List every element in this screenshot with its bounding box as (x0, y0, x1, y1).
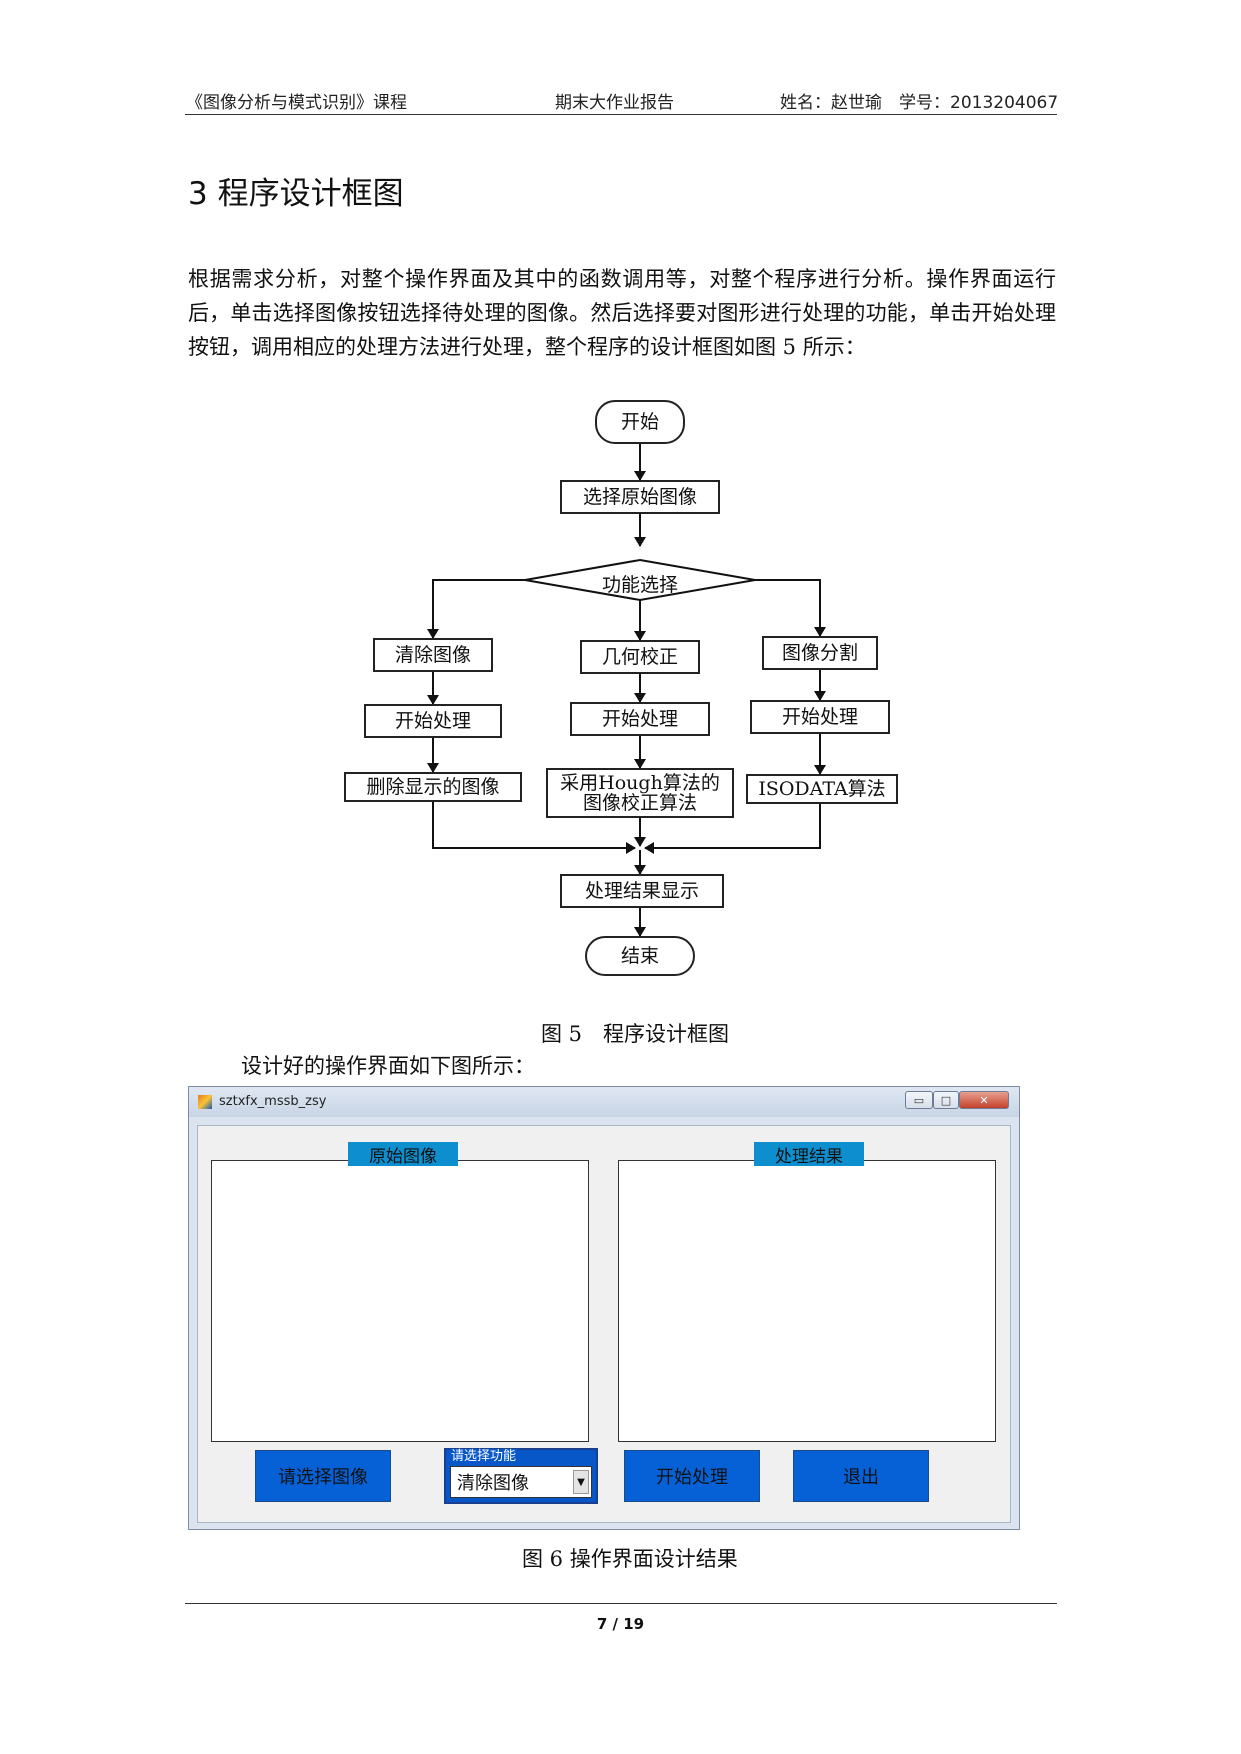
caption-figure-5: 图 5 程序设计框图 (541, 1022, 730, 1046)
function-select-value: 清除图像 (457, 1473, 529, 1494)
original-image-label: 原始图像 (348, 1142, 458, 1167)
minimize-button[interactable]: ▭ (905, 1091, 933, 1109)
flow-end: 结束 (585, 936, 695, 976)
flow-branch-geo: 几何校正 (580, 640, 700, 674)
matlab-icon (198, 1095, 212, 1109)
select-image-button[interactable]: 请选择图像 (255, 1450, 391, 1502)
result-image-axes (618, 1160, 996, 1442)
close-button[interactable]: ✕ (959, 1091, 1009, 1109)
flow-result-geo: 采用Hough算法的图像校正算法 (546, 768, 734, 818)
function-panel-title: 请选择功能 (450, 1449, 518, 1464)
flow-start: 开始 (595, 400, 685, 444)
flow-process-1: 开始处理 (364, 704, 502, 738)
window-client: 原始图像 处理结果 请选择图像 请选择功能 清除图像 ▼ 开始处理 退出 (197, 1125, 1011, 1523)
flowchart: 开始 选择原始图像 功能选择 清除图像 几何校正 图像分割 开始处理 开始处理 … (340, 400, 920, 1000)
page-number: 7 / 19 (596, 1615, 645, 1633)
app-window: sztxfx_mssb_zsy ▭ □ ✕ 原始图像 处理结果 请选择图像 请选… (188, 1086, 1020, 1530)
caption-figure-6: 图 6 操作界面设计结果 (522, 1547, 738, 1571)
flow-process-2: 开始处理 (570, 702, 710, 736)
original-image-axes (211, 1160, 589, 1442)
body-paragraph-2: 设计好的操作界面如下图所示： (241, 1054, 535, 1078)
header-author: 姓名：赵世瑜 学号：2013204067 (780, 93, 1059, 113)
flow-select-image: 选择原始图像 (560, 480, 720, 514)
flowchart-connectors (427, 444, 826, 937)
flow-show-result: 处理结果显示 (560, 874, 724, 908)
flow-decision: 功能选择 (601, 574, 678, 596)
footer-rule (185, 1603, 1057, 1604)
flow-branch-clear: 清除图像 (373, 638, 493, 672)
dropdown-arrow-icon[interactable]: ▼ (573, 1470, 589, 1494)
body-paragraph: 根据需求分析，对整个操作界面及其中的函数调用等，对整个程序进行分析。操作界面运行… (188, 267, 1056, 359)
header-rule (185, 114, 1057, 115)
start-process-button[interactable]: 开始处理 (624, 1450, 760, 1502)
header-course: 《图像分析与模式识别》课程 (186, 93, 407, 113)
window-title: sztxfx_mssb_zsy (219, 1094, 327, 1109)
function-panel: 请选择功能 清除图像 ▼ (444, 1448, 598, 1504)
flow-process-3: 开始处理 (750, 700, 890, 734)
exit-button[interactable]: 退出 (793, 1450, 929, 1502)
section-title: 3 程序设计框图 (188, 176, 404, 212)
flow-result-seg: ISODATA算法 (746, 774, 898, 804)
flow-branch-seg: 图像分割 (762, 636, 878, 670)
result-image-label: 处理结果 (754, 1142, 864, 1167)
function-select[interactable]: 清除图像 ▼ (450, 1466, 592, 1498)
window-titlebar[interactable]: sztxfx_mssb_zsy ▭ □ ✕ (189, 1087, 1019, 1117)
maximize-button[interactable]: □ (933, 1091, 959, 1109)
header-report: 期末大作业报告 (555, 93, 674, 113)
flow-result-clear: 删除显示的图像 (344, 772, 522, 802)
